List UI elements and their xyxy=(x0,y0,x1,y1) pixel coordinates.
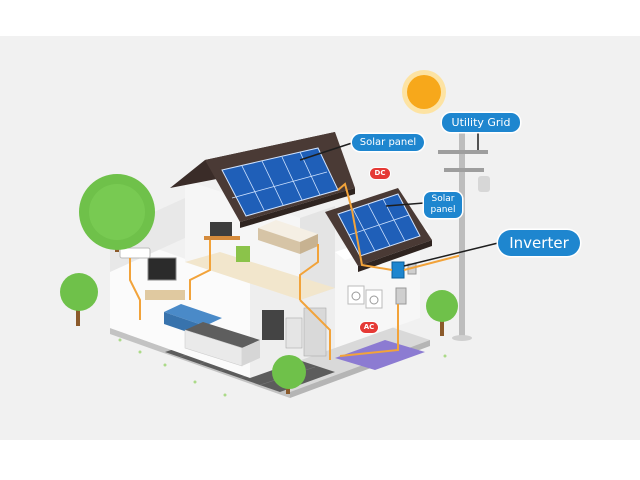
solar-panel-garage-label-text: Solar panel xyxy=(431,194,456,215)
dc-badge: DC xyxy=(370,168,390,179)
solar-panel-garage-label: Solar panel xyxy=(424,192,462,218)
sun-icon xyxy=(402,70,446,114)
inverter-label: Inverter xyxy=(498,230,580,256)
tree-icon xyxy=(426,290,458,336)
solar-panel-roof-label: Solar panel xyxy=(352,134,424,151)
tree-icon xyxy=(60,273,98,326)
utility-grid-label: Utility Grid xyxy=(442,113,520,132)
ac-badge: AC xyxy=(360,322,378,333)
